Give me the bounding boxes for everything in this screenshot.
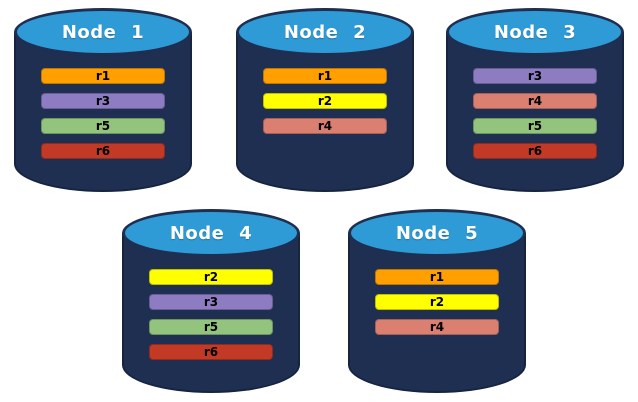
node-5-title: Node 5	[395, 222, 479, 244]
node-1-replica-list: r1 r3 r5 r6	[41, 68, 165, 159]
node-1-title: Node 1	[61, 21, 145, 43]
node-3-replica-list: r3 r4 r5 r6	[473, 68, 597, 159]
replica-bar-r4: r4	[263, 118, 387, 134]
node-5-cylinder-top: Node 5	[348, 209, 526, 257]
node-3-title: Node 3	[493, 21, 577, 43]
node-1-cylinder-body	[14, 32, 192, 192]
replica-bar-r5: r5	[149, 319, 273, 335]
node-2-cylinder: Node 2 r1 r2 r4	[236, 8, 414, 192]
node-2-cylinder-body	[236, 32, 414, 192]
replica-bar-r5: r5	[473, 118, 597, 134]
replica-bar-r2: r2	[375, 294, 499, 310]
node-3-cylinder-top: Node 3	[446, 8, 624, 56]
node-1-cylinder: Node 1 r1 r3 r5 r6	[14, 8, 192, 192]
node-2-replica-list: r1 r2 r4	[263, 68, 387, 134]
node-1-cylinder-top: Node 1	[14, 8, 192, 56]
node-2-title: Node 2	[283, 21, 367, 43]
replica-bar-r3: r3	[149, 294, 273, 310]
node-4-replica-list: r2 r3 r5 r6	[149, 269, 273, 360]
replica-bar-r3: r3	[473, 68, 597, 84]
replica-bar-r6: r6	[149, 344, 273, 360]
replica-bar-r2: r2	[149, 269, 273, 285]
replica-bar-r5: r5	[41, 118, 165, 134]
replica-bar-r6: r6	[473, 143, 597, 159]
node-4-cylinder-body	[122, 233, 300, 393]
node-5-cylinder-body	[348, 233, 526, 393]
replica-bar-r6: r6	[41, 143, 165, 159]
node-4-cylinder: Node 4 r2 r3 r5 r6	[122, 209, 300, 393]
replica-bar-r1: r1	[263, 68, 387, 84]
node-4-title: Node 4	[169, 222, 253, 244]
replica-bar-r1: r1	[375, 269, 499, 285]
node-5-replica-list: r1 r2 r4	[375, 269, 499, 335]
node-4-cylinder-top: Node 4	[122, 209, 300, 257]
node-2-cylinder-top: Node 2	[236, 8, 414, 56]
node-3-cylinder-body	[446, 32, 624, 192]
replica-bar-r3: r3	[41, 93, 165, 109]
node-5-cylinder: Node 5 r1 r2 r4	[348, 209, 526, 393]
replica-bar-r4: r4	[375, 319, 499, 335]
replica-bar-r2: r2	[263, 93, 387, 109]
replica-bar-r1: r1	[41, 68, 165, 84]
replica-bar-r4: r4	[473, 93, 597, 109]
node-3-cylinder: Node 3 r3 r4 r5 r6	[446, 8, 624, 192]
